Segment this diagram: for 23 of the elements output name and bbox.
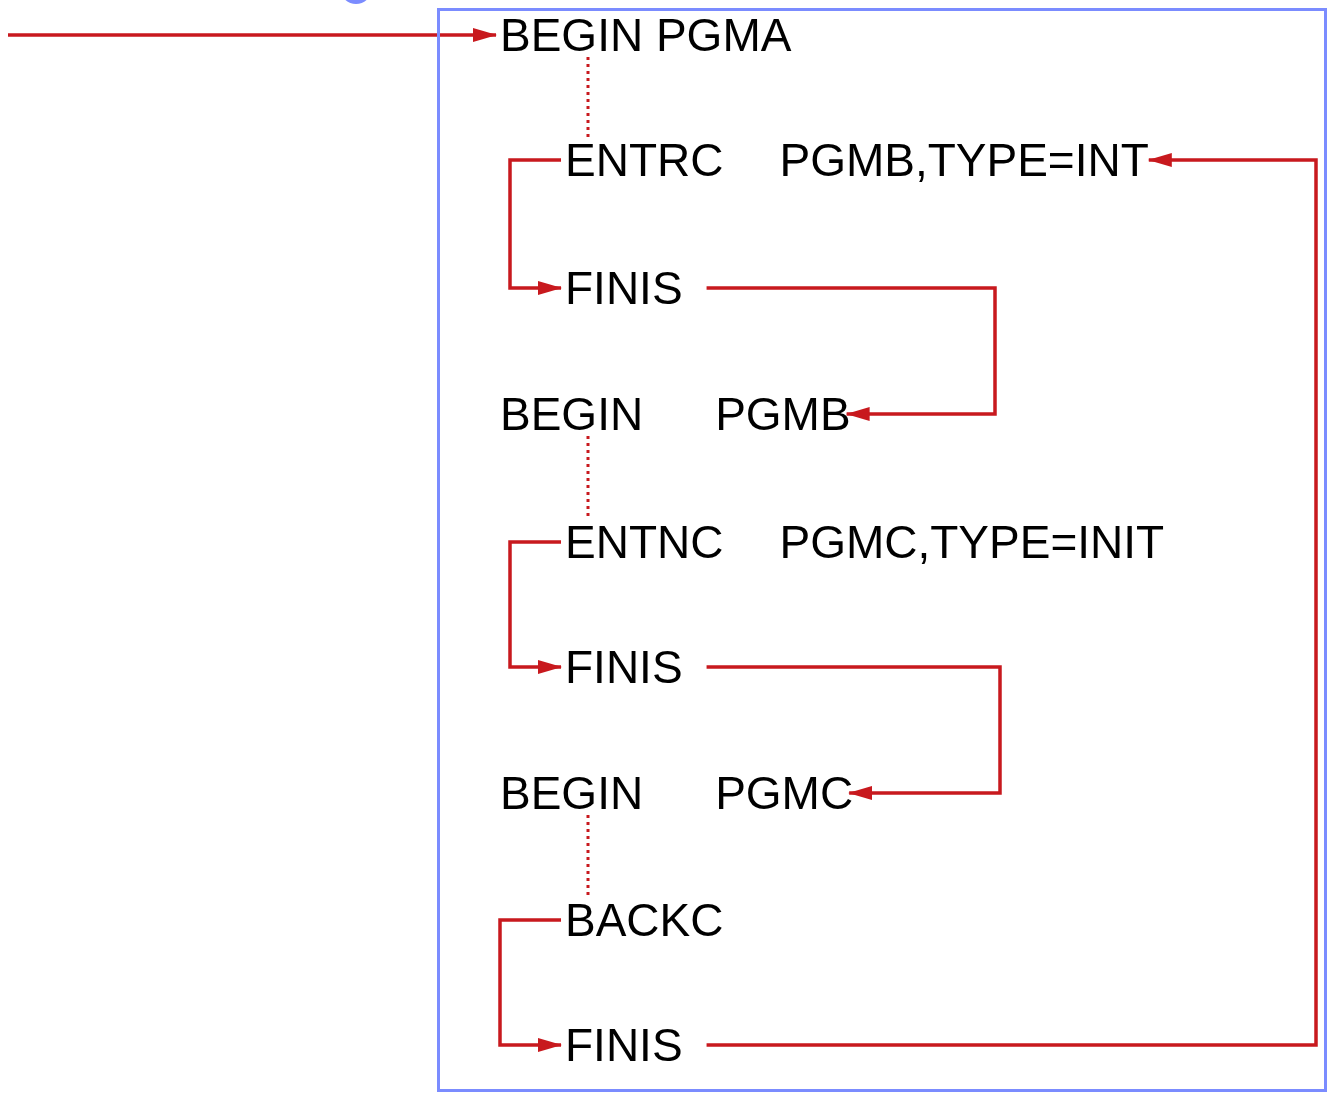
statement-operand: PGMC,TYPE=INIT bbox=[779, 516, 1165, 568]
statement-operand: PGMC bbox=[715, 767, 854, 819]
statement-keyword: FINIS bbox=[565, 1019, 683, 1071]
arrow bbox=[706, 153, 1318, 1047]
statement-keyword: BEGIN bbox=[500, 767, 644, 819]
statement-keyword: ENTRC bbox=[565, 134, 724, 186]
arrow bbox=[706, 286, 997, 421]
program-boundary bbox=[437, 8, 1327, 1092]
statement-keyword: BEGIN PGMA bbox=[500, 9, 792, 61]
arrow bbox=[508, 540, 562, 674]
statement-operand: PGMB,TYPE=INT bbox=[779, 134, 1149, 186]
statement-keyword: BACKC bbox=[565, 894, 724, 946]
arrow bbox=[8, 28, 497, 42]
statement-keyword: FINIS bbox=[565, 641, 683, 693]
dotted-connector bbox=[586, 57, 590, 138]
dotted-connector bbox=[586, 815, 590, 898]
statement-keyword: FINIS bbox=[565, 262, 683, 314]
statement-keyword: ENTNC bbox=[565, 516, 724, 568]
arrow bbox=[508, 158, 562, 295]
arrow bbox=[498, 918, 562, 1052]
statement-keyword: BEGIN bbox=[500, 388, 644, 440]
arrow bbox=[706, 665, 1002, 800]
statement-operand: PGMB bbox=[715, 388, 851, 440]
